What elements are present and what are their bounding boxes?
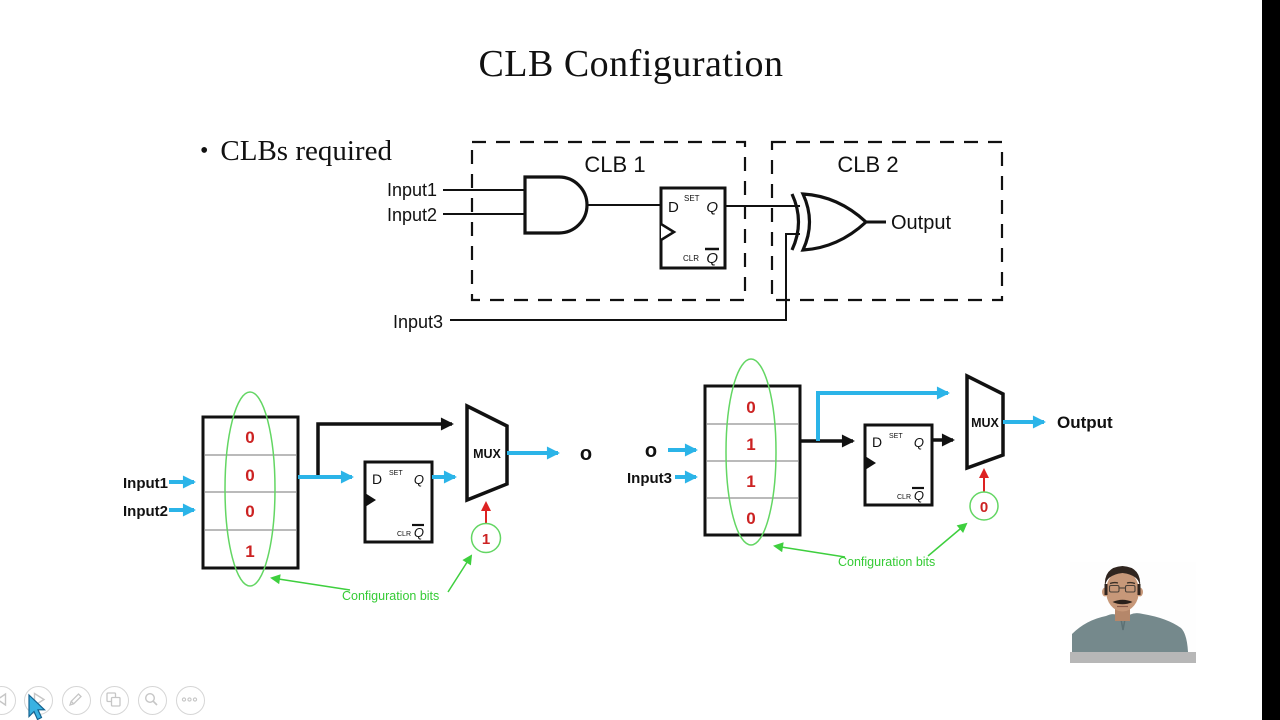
- left-config-arrow-to-lut: [270, 574, 351, 591]
- right-ff-d: D: [872, 434, 882, 450]
- right-output-label: Output: [1057, 413, 1113, 432]
- left-config-bits-ellipse: [224, 391, 276, 587]
- toolbar-previous-button[interactable]: [0, 685, 16, 715]
- left-config-bits-label: Configuration bits: [342, 589, 439, 603]
- left-flip-flop: D SET Q CLR Q: [363, 460, 434, 544]
- slides-icon: [106, 692, 121, 707]
- top-ff-clr: CLR: [683, 254, 699, 263]
- bullet-item: • CLBs required: [200, 135, 392, 168]
- right-config-bit-circle: [969, 491, 999, 521]
- right-ff-set: SET: [889, 433, 903, 440]
- top-output-label: Output: [891, 212, 951, 234]
- left-input2-label: Input2: [123, 503, 168, 520]
- left-config-arrow-to-bit: [447, 554, 473, 593]
- toolbar-slides-button[interactable]: [99, 685, 129, 715]
- magnifier-icon: [144, 692, 158, 706]
- clb2-label: CLB 2: [837, 152, 898, 177]
- top-input3-label: Input3: [393, 312, 443, 332]
- left-lut-bit-2: 0: [245, 502, 254, 521]
- top-input2-label: Input2: [387, 205, 437, 225]
- left-config-bit-value: 1: [482, 531, 490, 548]
- top-ff-clock-triangle: [660, 222, 677, 242]
- top-ff-set: SET: [684, 194, 700, 203]
- webcam-person: [1070, 562, 1196, 663]
- toolbar-more-button[interactable]: [175, 685, 205, 715]
- top-ff-d: D: [668, 199, 679, 216]
- more-options-icon: [181, 697, 198, 702]
- left-ff-clock-triangle: [365, 493, 376, 507]
- clb2-implementation: 0 1 1 0 o Input3 D SET Q CLR Q: [627, 358, 1113, 569]
- slide-title: CLB Configuration: [478, 43, 784, 85]
- right-config-bits-ellipse: [725, 358, 777, 546]
- xor-body: [800, 192, 869, 252]
- top-ff-qbar: Q: [706, 250, 718, 267]
- previous-icon: [0, 692, 6, 707]
- bullet-marker: •: [200, 138, 209, 164]
- right-input-o-label: o: [645, 440, 657, 462]
- webcam-overlay: [1070, 562, 1196, 663]
- left-ff-qbar: Q: [414, 525, 424, 540]
- left-ff-set: SET: [389, 470, 403, 477]
- right-ff-clr: CLR: [897, 494, 911, 501]
- play-icon: [33, 692, 46, 707]
- webcam-bottom-strip: [1070, 652, 1196, 663]
- toolbar-pen-button[interactable]: [61, 685, 91, 715]
- clb2-dashed-box: [770, 140, 1004, 302]
- toolbar-play-button[interactable]: [23, 685, 53, 715]
- left-lut-bit-0: 0: [245, 428, 254, 447]
- left-ff-q: Q: [414, 472, 424, 487]
- right-lut-bit-0: 0: [746, 398, 755, 417]
- right-mux-label: MUX: [971, 416, 999, 430]
- toolbar-zoom-button[interactable]: [137, 685, 167, 715]
- and-gate: [523, 175, 589, 235]
- top-clb-schematic: CLB 1 CLB 2 Input1 Input2 D SET Q CLR Q: [387, 140, 1004, 332]
- right-lut-bit-1: 1: [746, 435, 755, 454]
- right-ff-clock-triangle: [865, 456, 876, 470]
- left-ff-d: D: [372, 471, 382, 487]
- right-config-bit-value: 0: [980, 499, 988, 516]
- top-flip-flop: D SET Q CLR Q: [659, 186, 727, 270]
- right-flip-flop: D SET Q CLR Q: [863, 423, 934, 507]
- top-input3-wire: [450, 233, 800, 321]
- xor-gate: [790, 192, 869, 252]
- clb1-label: CLB 1: [584, 152, 645, 177]
- left-config-bit-circle: [470, 522, 502, 554]
- right-lut-bit-2: 1: [746, 472, 755, 491]
- xor-input-arc: [790, 193, 801, 251]
- left-mux-label: MUX: [473, 447, 501, 461]
- top-ff-q: Q: [706, 199, 718, 216]
- right-input3-label: Input3: [627, 470, 672, 487]
- right-config-arrow-to-lut: [773, 542, 846, 558]
- left-lut-bit-3: 1: [245, 542, 254, 561]
- right-ff-qbar: Q: [914, 488, 924, 503]
- clb1-implementation: 0 0 0 1 Input1 Input2 D SET Q CLR Q: [123, 391, 592, 603]
- left-input1-label: Input1: [123, 475, 168, 492]
- left-mux: [465, 403, 509, 503]
- right-lut-bypass-arrow: [816, 386, 950, 441]
- right-config-arrow-to-bit: [927, 522, 968, 557]
- bullet-text: CLBs required: [220, 135, 392, 167]
- right-ff-q: Q: [914, 435, 924, 450]
- letterbox-bar: [1262, 0, 1280, 720]
- left-output-o-label: o: [580, 443, 592, 465]
- left-lut-bit-1: 0: [245, 466, 254, 485]
- top-input1-label: Input1: [387, 180, 437, 200]
- right-config-bits-label: Configuration bits: [838, 555, 935, 569]
- right-mux: [965, 373, 1005, 471]
- right-lut-bit-3: 0: [746, 509, 755, 528]
- pen-icon: [68, 693, 82, 707]
- left-lut-bypass-wire: [316, 417, 454, 475]
- left-ff-clr: CLR: [397, 531, 411, 538]
